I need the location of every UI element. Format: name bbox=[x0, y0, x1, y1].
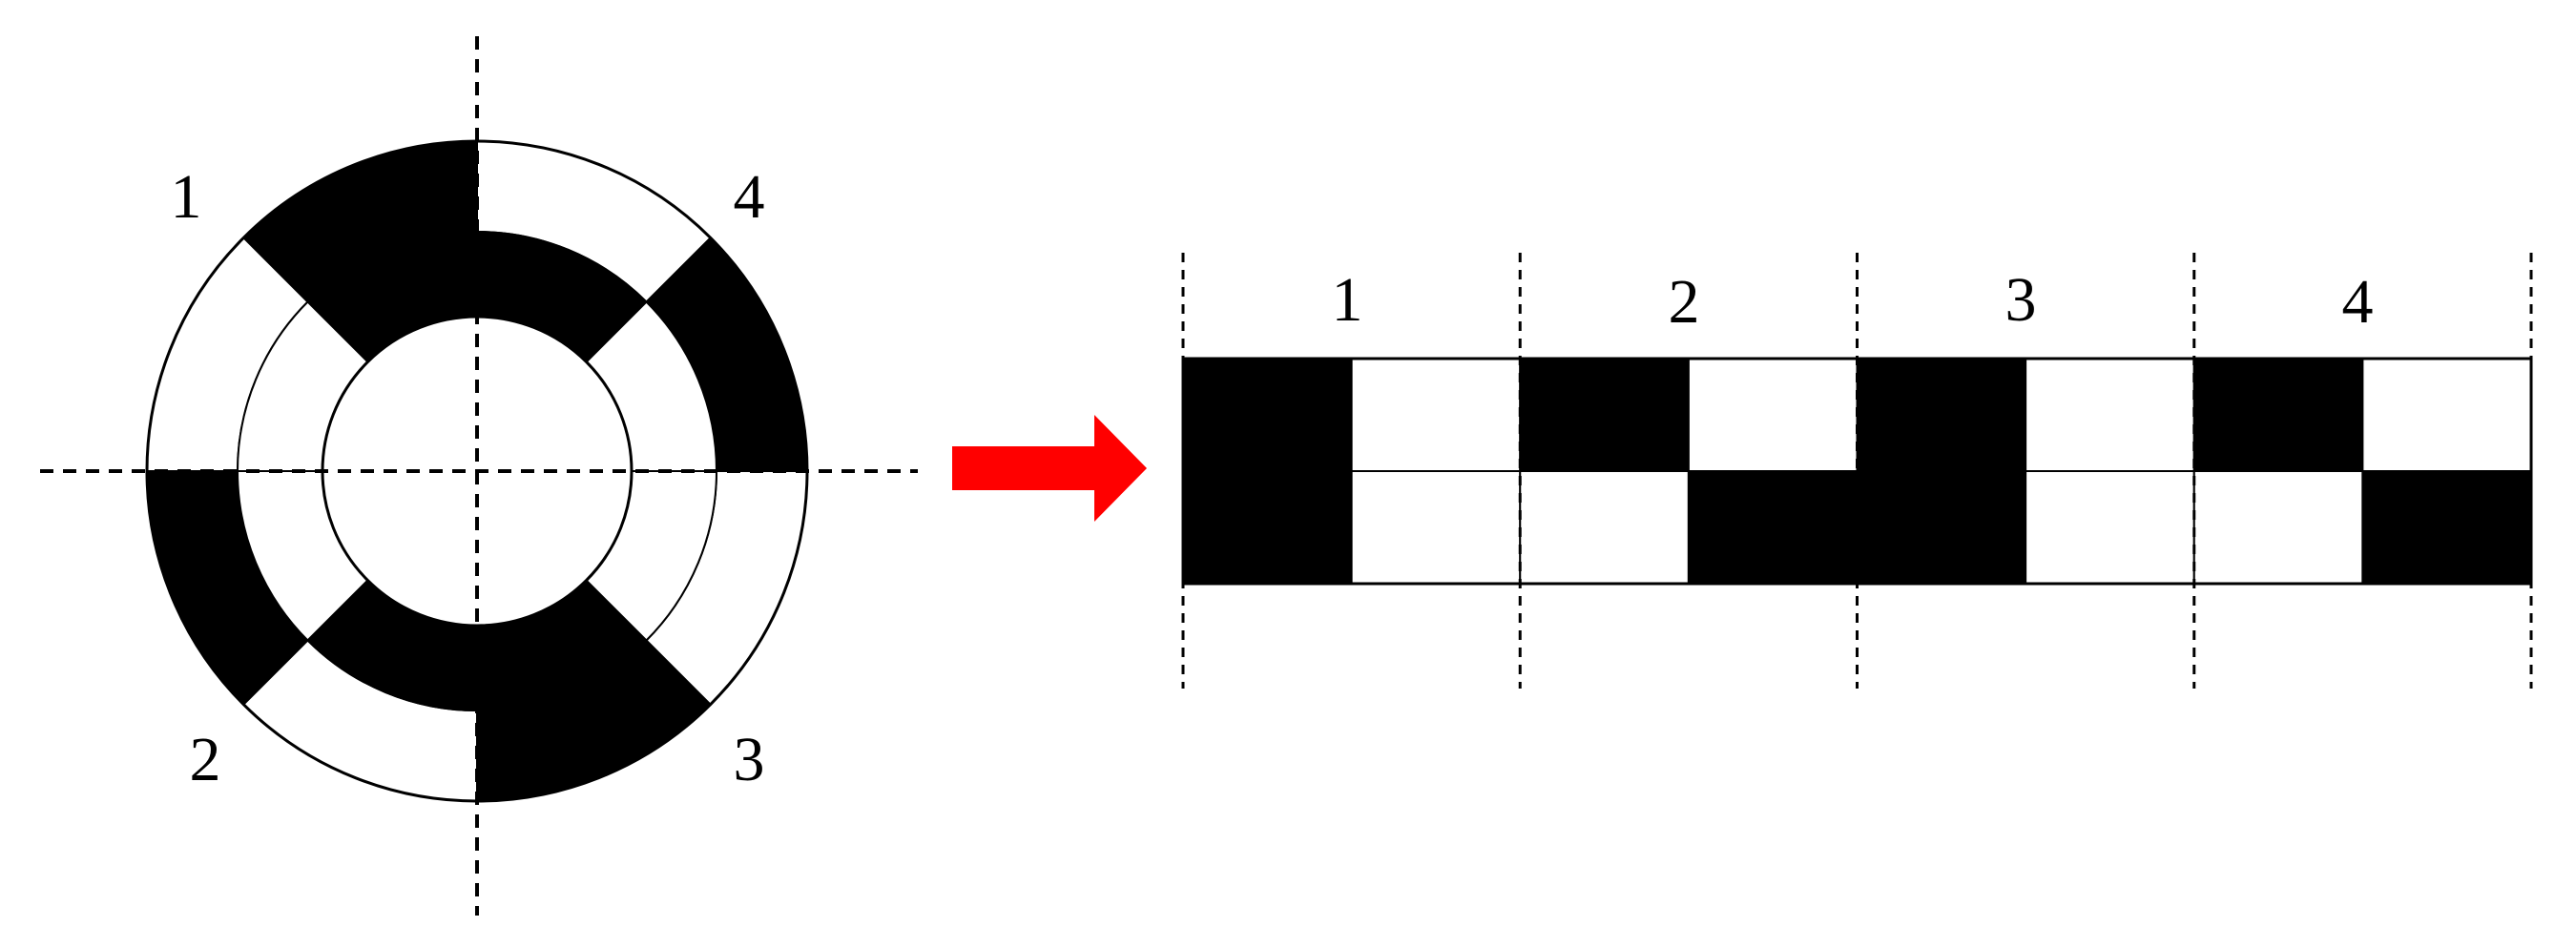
grid-cell-r1-c8 bbox=[2361, 358, 2532, 472]
grid-column-dividers bbox=[1181, 253, 2533, 689]
linear-code-grid: 1 2 3 4 bbox=[1181, 253, 2533, 689]
right-arrow-icon bbox=[952, 415, 1147, 522]
grid-cell-r1-c4 bbox=[1687, 358, 1859, 472]
grid-col-label-1: 1 bbox=[1332, 265, 1363, 335]
ring-label-3: 3 bbox=[734, 725, 765, 794]
grid-col-label-2: 2 bbox=[1669, 267, 1700, 337]
grid-cell-r1-c1 bbox=[1182, 358, 1353, 472]
grid-cell-r2-c4 bbox=[1687, 470, 1859, 585]
grid-cell-r2-c2 bbox=[1350, 470, 1522, 585]
grid-cell-r1-c2 bbox=[1350, 358, 1522, 472]
grid-cell-r2-c1 bbox=[1182, 470, 1353, 585]
ring-label-1: 1 bbox=[171, 162, 202, 232]
grid-cells bbox=[1182, 358, 2532, 585]
grid-cell-r2-c5 bbox=[1856, 470, 2027, 585]
grid-cell-r2-c8 bbox=[2361, 470, 2532, 585]
inner-ring bbox=[236, 230, 718, 712]
grid-cell-r2-c3 bbox=[1519, 470, 1690, 585]
grid-cell-r1-c5 bbox=[1856, 358, 2027, 472]
grid-cell-r1-c6 bbox=[2025, 358, 2195, 472]
grid-col-label-4: 4 bbox=[2342, 267, 2374, 337]
grid-cell-r1-c7 bbox=[2192, 358, 2364, 472]
grid-cell-r2-c7 bbox=[2192, 470, 2364, 585]
ring-label-4: 4 bbox=[734, 162, 765, 232]
ring-encoder-disc: 1 4 2 3 bbox=[40, 36, 918, 916]
ring-label-2: 2 bbox=[190, 725, 221, 794]
grid-col-label-3: 3 bbox=[2005, 265, 2037, 335]
grid-cell-r1-c3 bbox=[1519, 358, 1690, 472]
grid-cell-r2-c6 bbox=[2025, 470, 2195, 585]
